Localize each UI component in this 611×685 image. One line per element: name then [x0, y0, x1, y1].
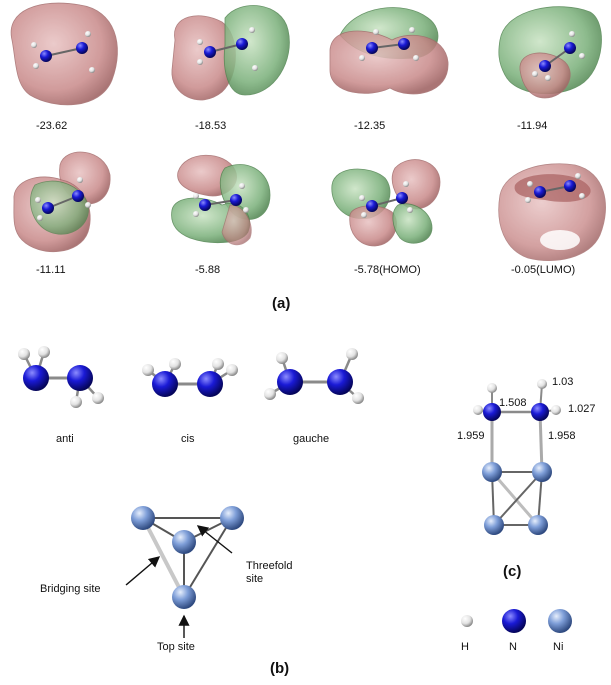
orbital-1 — [10, 2, 118, 106]
orbital-6 — [171, 154, 271, 246]
orbital-3 — [329, 7, 449, 95]
conformer-anti — [18, 346, 104, 408]
legend-n-atom — [502, 609, 526, 633]
conformer-label-anti: anti — [56, 433, 74, 445]
top-site-label: Top site — [157, 641, 195, 653]
bridging-arrow — [125, 556, 161, 586]
ni-n-left-length: 1.959 — [457, 430, 485, 442]
energy-label: -11.94 — [517, 120, 548, 132]
legend-h-atom — [461, 615, 473, 627]
ni-n-right-length: 1.958 — [548, 430, 576, 442]
energy-label: -12.35 — [354, 120, 386, 132]
threefold-site-label: Threefold site — [246, 560, 293, 585]
energy-label: -0.05(LUMO) — [511, 264, 576, 276]
energy-label: -11.11 — [36, 264, 66, 276]
panel-label-c: (c) — [503, 563, 522, 580]
energy-label: -5.88 — [195, 264, 221, 276]
panel-label-a: (a) — [272, 295, 291, 312]
legend-ni-atom — [548, 609, 572, 633]
panel-label-b: (b) — [270, 660, 290, 677]
bridging-site-label: Bridging site — [40, 583, 101, 595]
nn-bond-length: 1.508 — [499, 397, 527, 409]
nh-bond-length: 1.03 — [552, 376, 574, 388]
legend-h-label: H — [461, 641, 469, 653]
legend-ni-label: Ni — [553, 641, 564, 653]
energy-label: -18.53 — [195, 120, 227, 132]
threefold-arrow — [196, 525, 233, 554]
conformer-label-cis: cis — [181, 433, 195, 445]
energy-label: -23.62 — [36, 120, 68, 132]
conformer-cis — [142, 358, 238, 397]
conformer-label-gauche: gauche — [293, 433, 330, 445]
orbital-4 — [498, 6, 602, 99]
energy-label: -5.78(HOMO) — [354, 264, 421, 276]
orbital-7 — [331, 159, 441, 247]
orbital-8 — [498, 163, 606, 261]
legend-n-label: N — [509, 641, 517, 653]
orbital-5 — [13, 151, 111, 252]
orbital-2 — [171, 5, 290, 101]
conformer-gauche — [264, 348, 364, 404]
adsorbed-structure — [473, 379, 561, 535]
ni4-cluster — [131, 506, 244, 609]
nh2-bond-length: 1.027 — [568, 403, 596, 415]
